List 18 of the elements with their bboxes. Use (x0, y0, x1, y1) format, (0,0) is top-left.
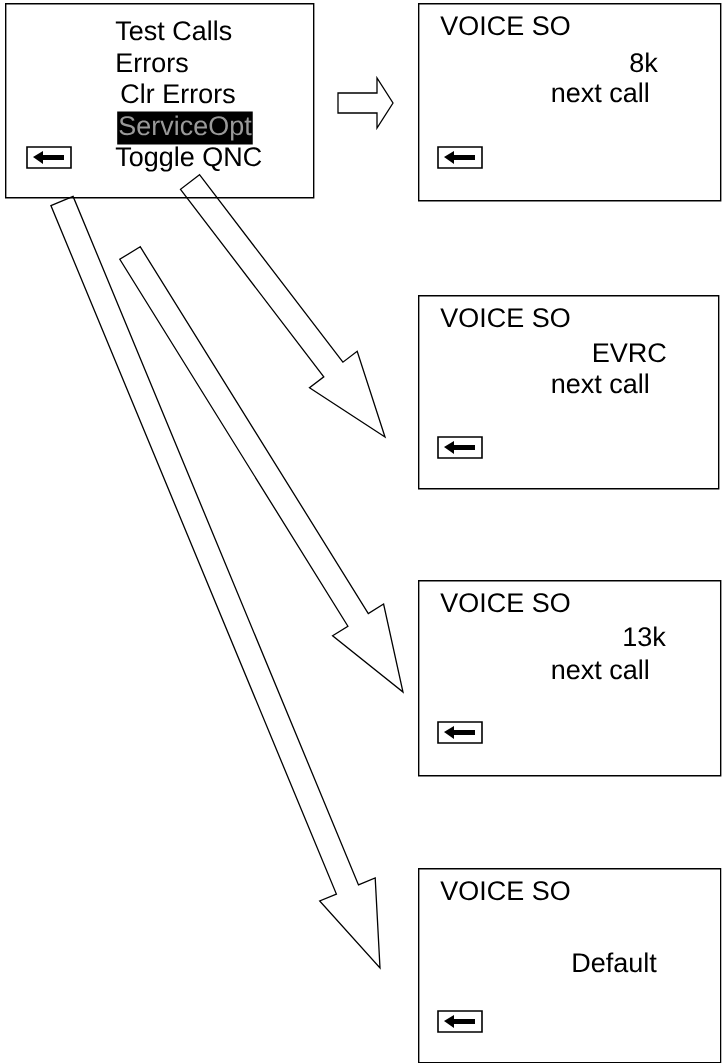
menu-item: Test Calls (115, 20, 232, 41)
screen-text: EVRC (594, 343, 666, 363)
screen-text: VOICE SO (440, 881, 570, 901)
block-arrow (337, 75, 394, 131)
screen-text: 13k (624, 626, 666, 647)
menu-item: Clr Errors (121, 83, 235, 104)
screen-text: Default (573, 952, 657, 973)
menu-item: Errors (117, 53, 188, 73)
screen-text: VOICE SO (440, 593, 570, 613)
screen-text: next call (552, 373, 648, 394)
screen-text: 8k (630, 52, 658, 73)
screen-text: next call (552, 82, 648, 103)
block-arrow (50, 195, 381, 970)
menu-item: Toggle QNC (115, 146, 262, 172)
screen-text: VOICE SO (440, 308, 570, 328)
highlighted-menu-item: ServiceOpt (117, 111, 253, 145)
screen-text: VOICE SO (440, 16, 570, 36)
screen-text: next call (552, 659, 648, 680)
